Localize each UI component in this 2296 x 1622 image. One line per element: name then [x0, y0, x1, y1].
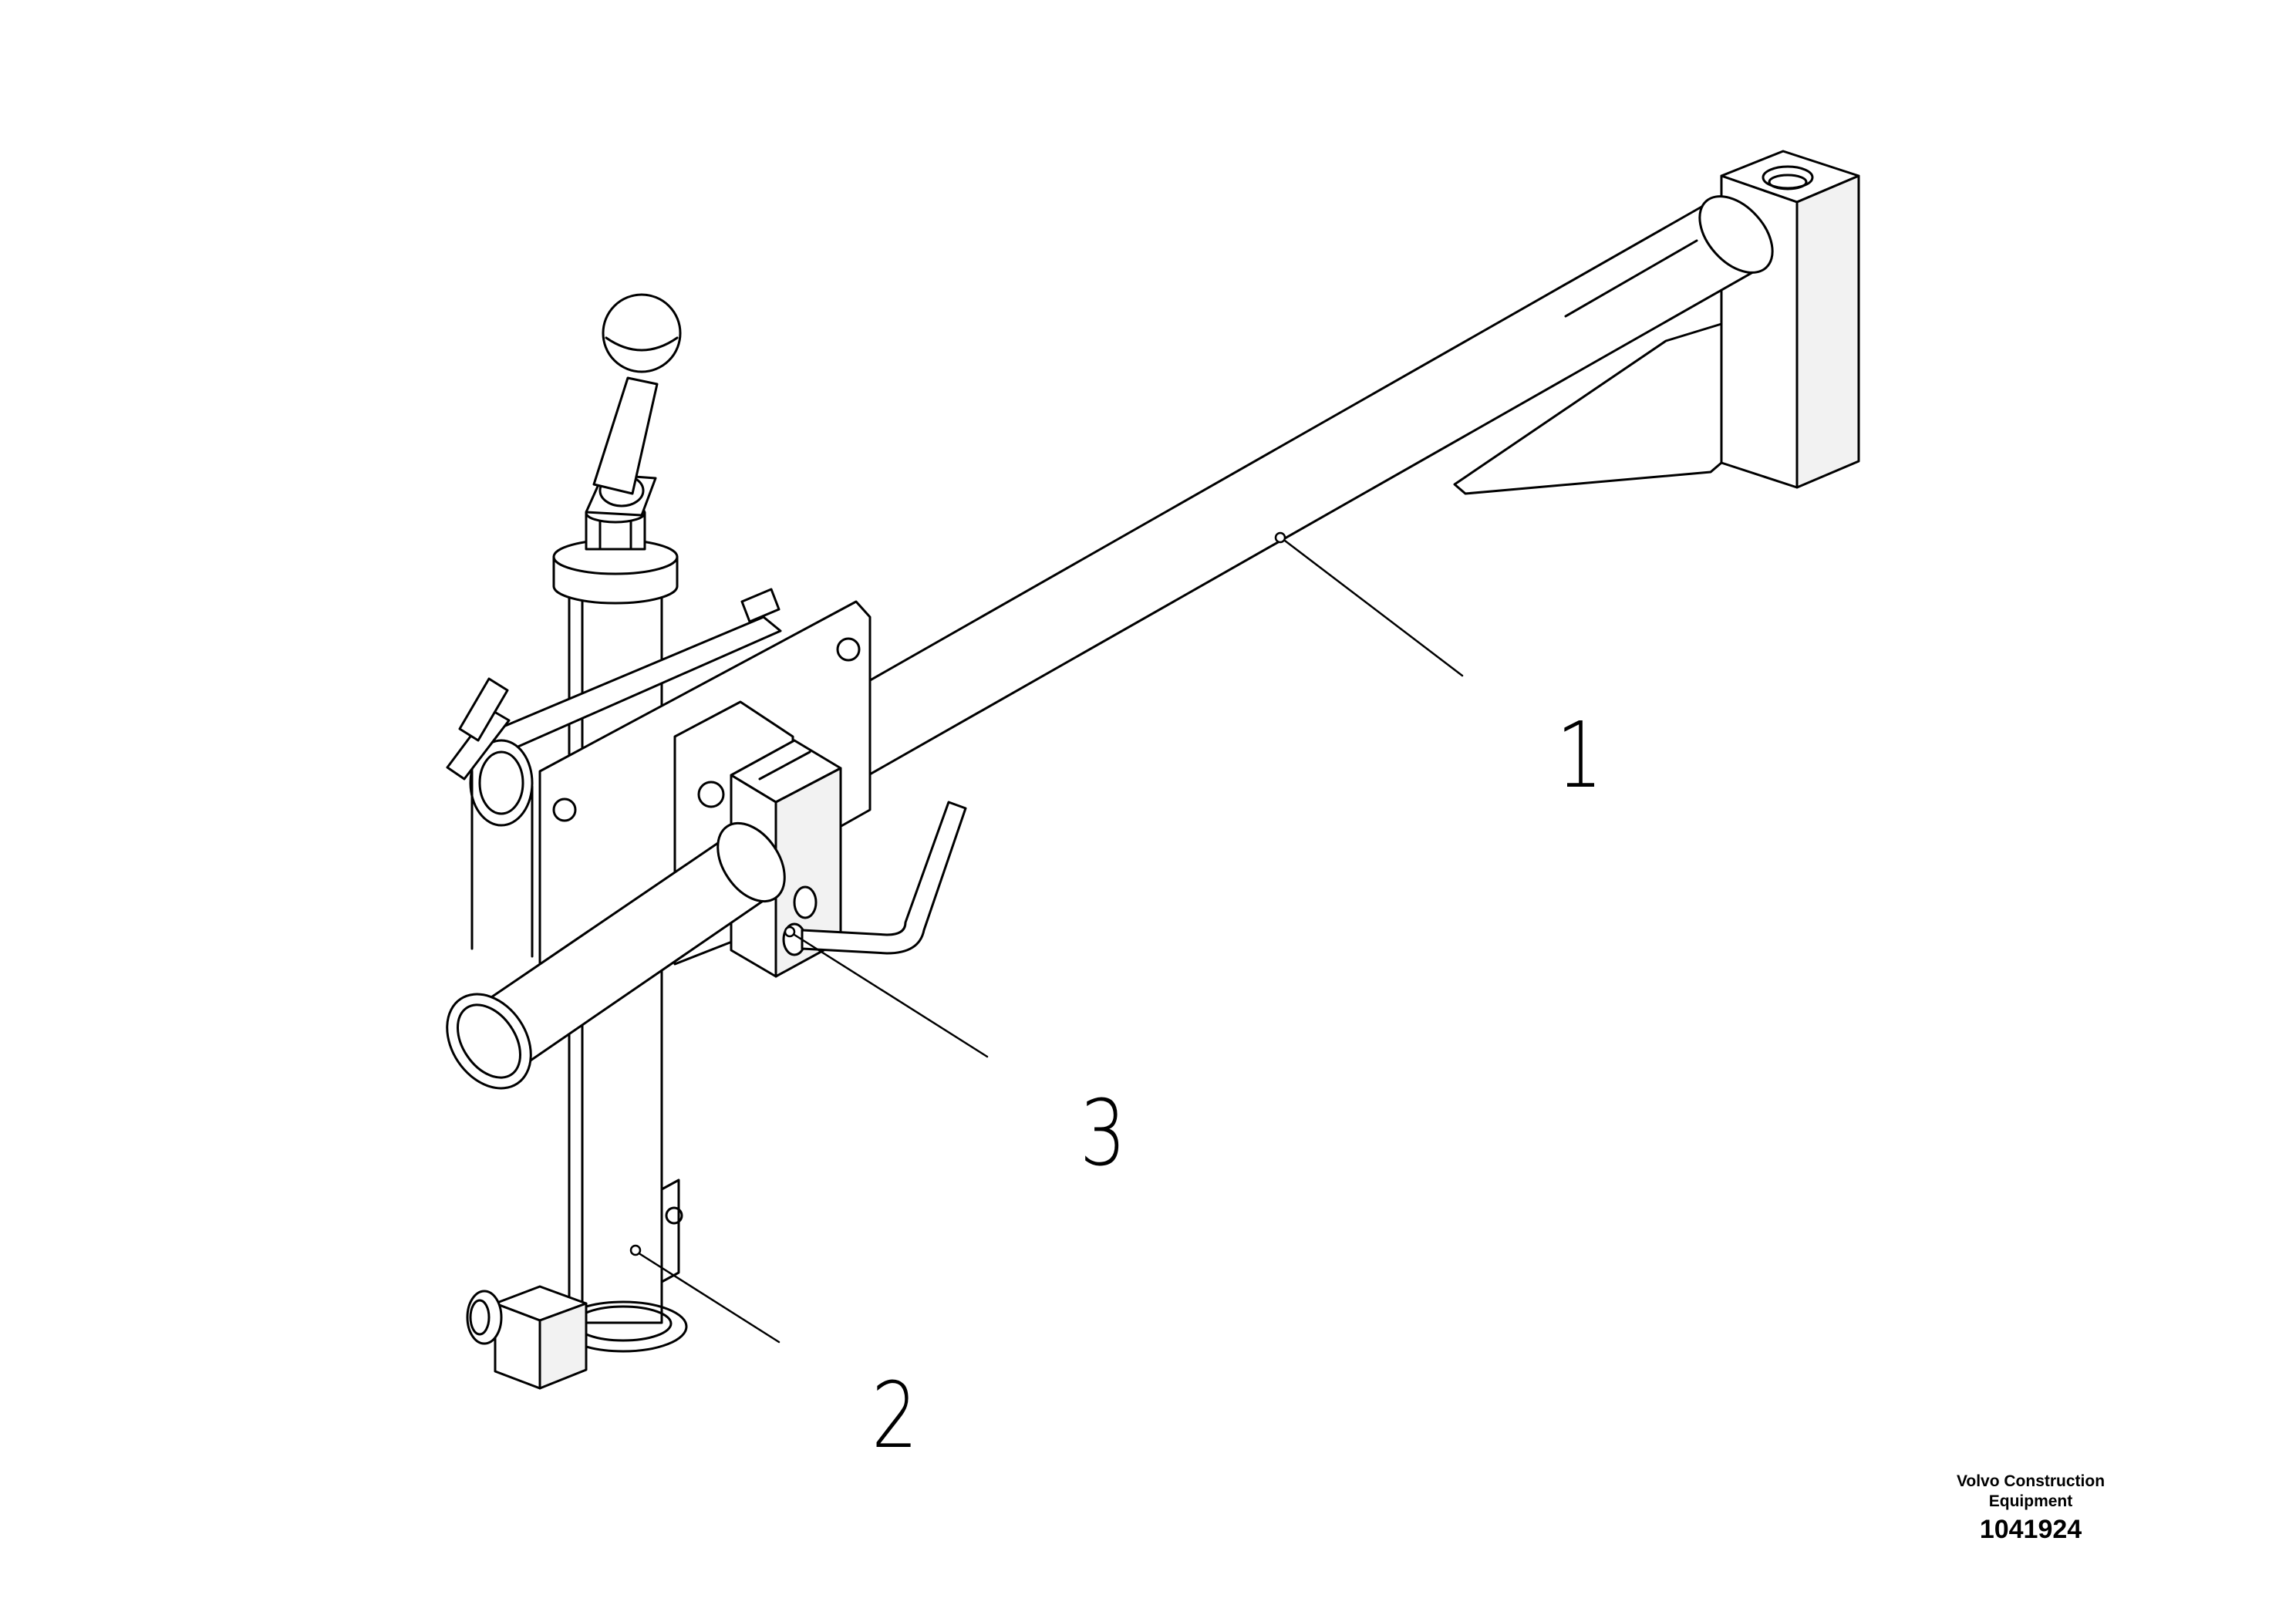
leader-dot-1	[1274, 531, 1286, 544]
leader-line-3	[793, 933, 989, 1058]
callout-number-3: 3	[1080, 1080, 1127, 1186]
callout-leaders	[629, 531, 1464, 1344]
drawing-number: 1041924	[1979, 1515, 2082, 1544]
crank-handle	[585, 293, 682, 517]
leader-line-1	[1283, 539, 1464, 677]
callout-number-1: 1	[1556, 702, 1603, 808]
company-name: Volvo Construction Equipment	[1934, 1472, 2127, 1512]
boom-arm	[770, 195, 1774, 796]
company-line-2: Equipment	[1988, 1492, 2073, 1510]
callout-number-2: 2	[872, 1362, 919, 1469]
bottom-clamp-block	[466, 1285, 588, 1390]
leader-dot-2	[629, 1244, 642, 1256]
company-line-1: Volvo Construction	[1956, 1472, 2106, 1490]
leader-line-2	[639, 1253, 781, 1344]
leader-dot-3	[784, 926, 796, 938]
front-tube	[446, 821, 786, 1090]
